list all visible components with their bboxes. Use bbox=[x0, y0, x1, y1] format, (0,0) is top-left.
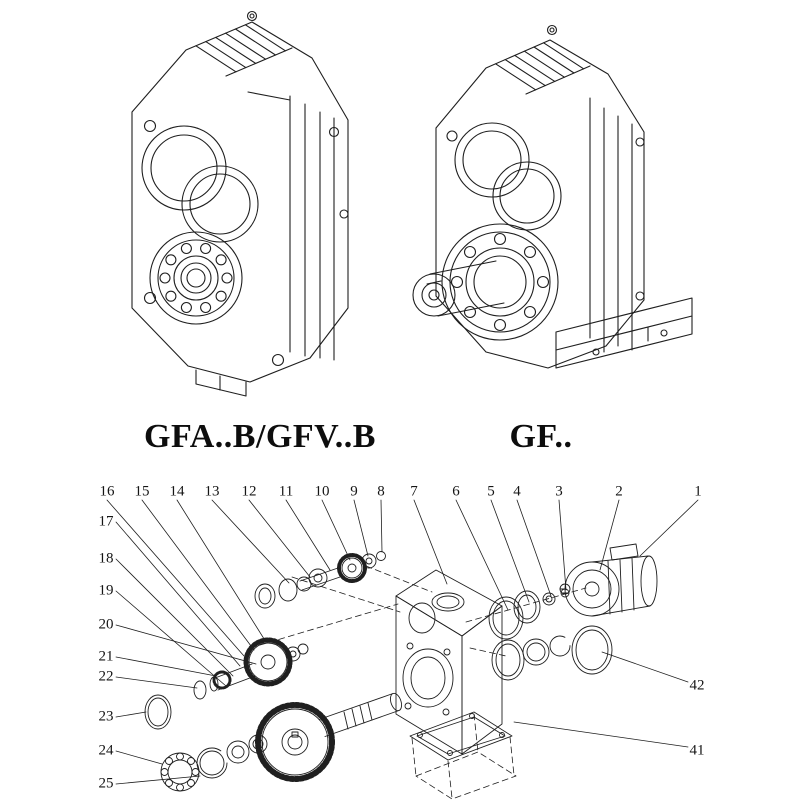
part-number-41: 41 bbox=[689, 742, 705, 759]
part-number-23: 23 bbox=[98, 708, 114, 725]
leader-lines bbox=[107, 500, 698, 784]
part-number-20: 20 bbox=[98, 616, 114, 633]
part-number-15: 15 bbox=[134, 483, 150, 500]
part-number-19: 19 bbox=[98, 582, 114, 599]
gearbox-drawing-right bbox=[413, 26, 692, 369]
caption-right-model: GF.. bbox=[509, 418, 573, 455]
part-number-13: 13 bbox=[204, 483, 220, 500]
assembly-axes bbox=[250, 566, 586, 799]
part-number-2: 2 bbox=[615, 483, 623, 500]
bottom-cover-plate bbox=[410, 712, 512, 760]
part-number-12: 12 bbox=[241, 483, 257, 500]
part-number-10: 10 bbox=[314, 483, 330, 500]
output-shaft-parts bbox=[161, 692, 404, 791]
part-number-9: 9 bbox=[350, 483, 358, 500]
part-number-24: 24 bbox=[98, 742, 114, 759]
part-number-8: 8 bbox=[377, 483, 385, 500]
part-number-5: 5 bbox=[487, 483, 495, 500]
gearbox-drawing-left bbox=[132, 12, 348, 397]
housing bbox=[396, 570, 502, 754]
part-number-25: 25 bbox=[98, 775, 114, 792]
part-number-1: 1 bbox=[694, 483, 702, 500]
caption-left-model: GFA..B/GFV..B bbox=[144, 418, 376, 455]
part-number-4: 4 bbox=[513, 483, 521, 500]
part-number-16: 16 bbox=[99, 483, 115, 500]
input-cover-parts bbox=[489, 589, 569, 639]
part-number-22: 22 bbox=[98, 668, 114, 685]
exploded-parts-diagram bbox=[145, 544, 657, 799]
motor-unit bbox=[560, 544, 657, 616]
part-number-18: 18 bbox=[98, 550, 114, 567]
part-number-17: 17 bbox=[98, 513, 114, 530]
part-number-11: 11 bbox=[278, 483, 294, 500]
part-number-7: 7 bbox=[410, 483, 418, 500]
part-number-21: 21 bbox=[98, 648, 114, 665]
output-cover-rings bbox=[492, 626, 612, 680]
part-number-42: 42 bbox=[689, 677, 705, 694]
input-pinion-parts bbox=[255, 552, 386, 609]
part-number-3: 3 bbox=[555, 483, 563, 500]
part-number-14: 14 bbox=[169, 483, 185, 500]
part-number-6: 6 bbox=[452, 483, 460, 500]
